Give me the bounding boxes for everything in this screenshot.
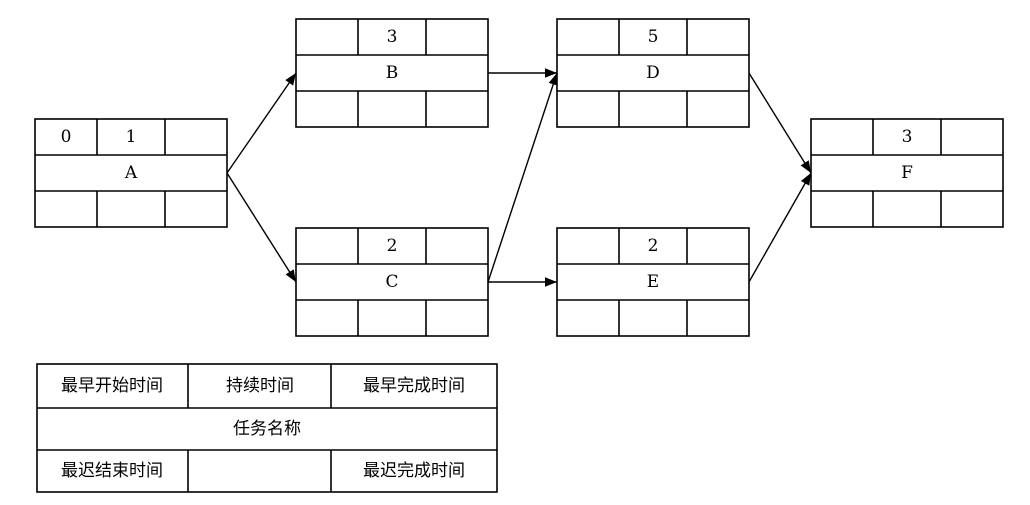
node-duration: 2 bbox=[387, 236, 398, 256]
arrow-line bbox=[226, 172, 297, 283]
node-early-start: 0 bbox=[61, 127, 72, 147]
node-name: B bbox=[386, 63, 399, 83]
node-name: D bbox=[646, 63, 660, 83]
legend-duration: 持续时间 bbox=[226, 376, 294, 396]
legend-early-start: 最早开始时间 bbox=[61, 376, 163, 396]
arrow-line bbox=[748, 172, 812, 283]
task-node-c: 2C bbox=[295, 227, 489, 337]
task-node-b: 3B bbox=[295, 18, 489, 128]
legend-late-end: 最迟结束时间 bbox=[61, 461, 163, 481]
node-frame bbox=[556, 227, 750, 337]
task-node-e: 2E bbox=[556, 227, 750, 337]
legend-frame bbox=[36, 363, 498, 493]
edge-c-d bbox=[487, 72, 558, 283]
edge-d-f bbox=[748, 72, 812, 174]
node-duration: 2 bbox=[648, 236, 659, 256]
edges bbox=[226, 68, 812, 287]
node-name: A bbox=[124, 163, 138, 183]
node-name: E bbox=[647, 272, 659, 292]
arrow-line bbox=[226, 72, 297, 174]
node-duration: 3 bbox=[902, 127, 913, 147]
node-frame bbox=[34, 118, 228, 228]
arrow-line bbox=[748, 72, 812, 174]
task-node-f: 3F bbox=[810, 118, 1004, 228]
task-node-a: 0 1A bbox=[34, 118, 228, 228]
node-frame bbox=[295, 18, 489, 128]
node-duration: 3 bbox=[387, 27, 398, 47]
arrow-line bbox=[487, 72, 558, 283]
node-frame bbox=[556, 18, 750, 128]
legend-late-finish: 最迟完成时间 bbox=[363, 461, 465, 481]
legend-box: 最早开始时间 持续时间 最早完成时间 任务名称 最迟结束时间 最迟完成时间 bbox=[36, 363, 498, 493]
node-duration: 5 bbox=[648, 27, 659, 47]
task-node-d: 5D bbox=[556, 18, 750, 128]
node-duration: 1 bbox=[126, 127, 137, 147]
edge-a-b bbox=[226, 72, 297, 174]
node-frame bbox=[295, 227, 489, 337]
edge-a-c bbox=[226, 172, 297, 283]
node-name: F bbox=[901, 163, 913, 183]
legend-task-name: 任务名称 bbox=[233, 419, 301, 439]
edge-e-f bbox=[748, 172, 812, 283]
node-name: C bbox=[385, 272, 398, 292]
node-frame bbox=[810, 118, 1004, 228]
legend-early-finish: 最早完成时间 bbox=[363, 376, 465, 396]
